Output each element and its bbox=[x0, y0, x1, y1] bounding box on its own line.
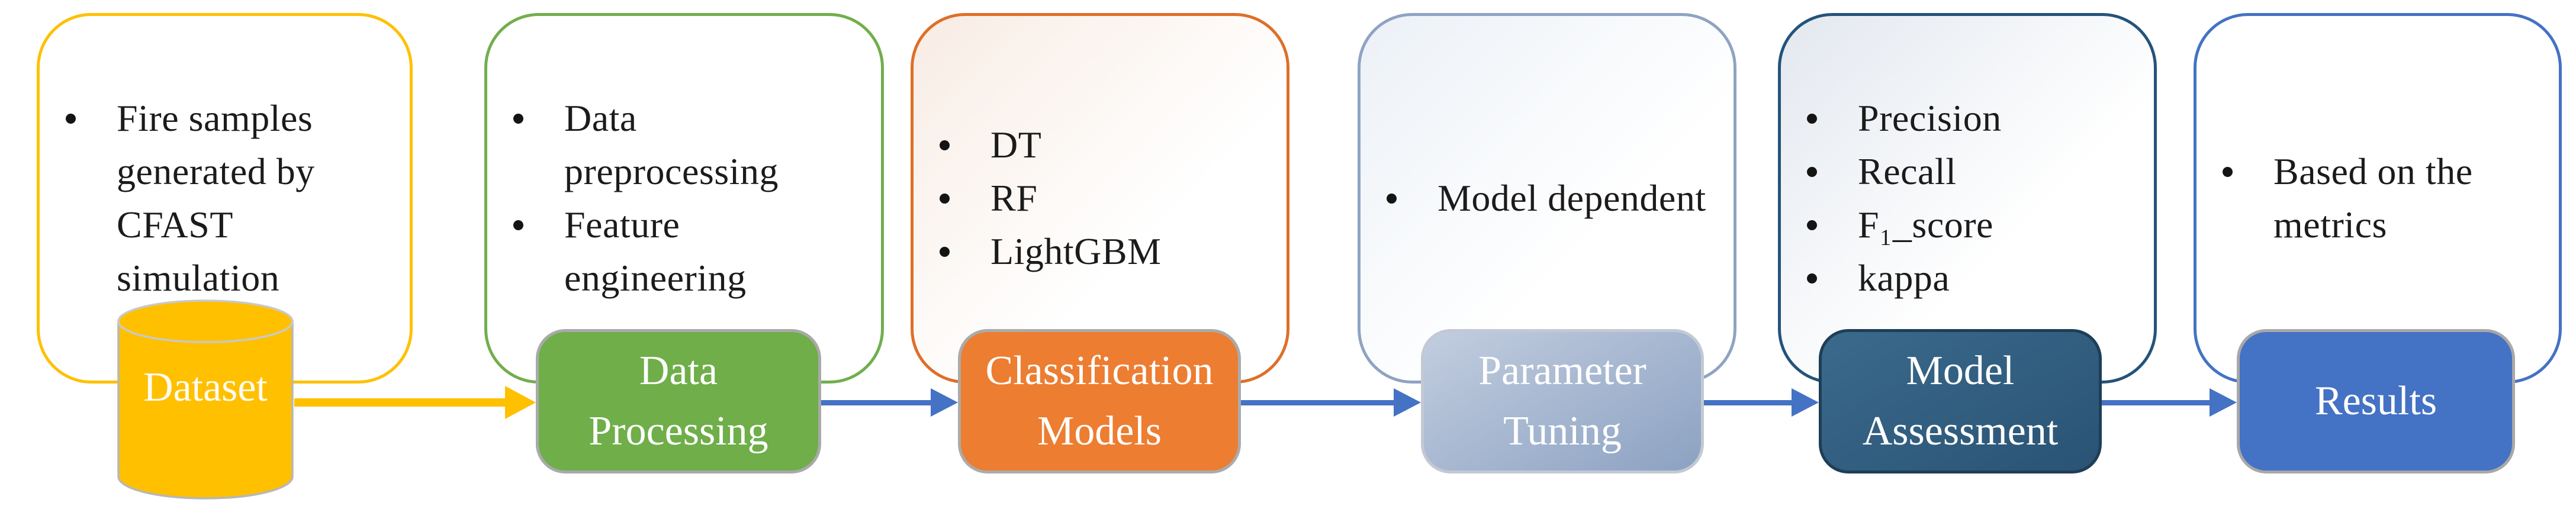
data-processing-notes-callout: Data preprocessing Feature engineering bbox=[484, 13, 884, 384]
note-text: Fire samples generated by CFAST simulati… bbox=[117, 97, 315, 299]
note-text: Model dependent bbox=[1437, 177, 1706, 219]
arrow-shaft bbox=[1704, 400, 1792, 405]
bullet-icon bbox=[1383, 172, 1437, 204]
data-processing-node: Data Processing bbox=[536, 329, 821, 473]
results-notes-callout: Based on the metrics bbox=[2194, 13, 2562, 384]
dataset-cylinder: Dataset bbox=[117, 299, 294, 500]
note-text: Based on the metrics bbox=[2273, 150, 2473, 246]
flow-arrow-data-processing-to-classification-models bbox=[821, 388, 958, 417]
flow-arrow-classification-models-to-parameter-tuning bbox=[1241, 388, 1421, 417]
flow-arrow-dataset-to-data-processing bbox=[294, 386, 536, 419]
note-text: RF bbox=[990, 177, 1038, 219]
stage-parameter-tuning: Model dependent Parameter Tuning bbox=[1358, 0, 1736, 509]
arrow-shaft bbox=[2102, 400, 2210, 405]
note-text: F₁_score bbox=[1858, 204, 1993, 246]
bullet-icon bbox=[936, 225, 990, 257]
results-node: Results bbox=[2237, 329, 2515, 473]
note-item: Based on the metrics bbox=[2219, 145, 2549, 252]
note-text: Feature engineering bbox=[564, 204, 747, 299]
note-item: DT bbox=[936, 118, 1277, 172]
dataset-label: Dataset bbox=[143, 365, 268, 410]
bullet-icon bbox=[510, 92, 564, 124]
stage-classification-models: DT RF LightGBM Classification Models bbox=[911, 0, 1289, 509]
arrow-head-icon bbox=[2210, 388, 2237, 417]
flow-arrow-model-assessment-to-results bbox=[2102, 388, 2237, 417]
bullet-icon bbox=[2219, 145, 2273, 177]
bullet-icon bbox=[62, 92, 117, 124]
arrow-head-icon bbox=[931, 388, 958, 417]
bullet-icon bbox=[936, 118, 990, 150]
note-item: Fire samples generated by CFAST simulati… bbox=[62, 92, 400, 305]
note-text: kappa bbox=[1858, 257, 1950, 299]
note-item: RF bbox=[936, 172, 1277, 225]
arrow-head-icon bbox=[1792, 388, 1819, 417]
arrow-shaft bbox=[1241, 400, 1394, 405]
dataset-notes-callout: Fire samples generated by CFAST simulati… bbox=[37, 13, 413, 384]
parameter-tuning-notes-callout: Model dependent bbox=[1358, 13, 1736, 384]
note-text: LightGBM bbox=[990, 230, 1162, 272]
note-item: LightGBM bbox=[936, 225, 1277, 278]
note-item: Feature engineering bbox=[510, 198, 871, 305]
cylinder-shape bbox=[117, 299, 294, 500]
model-assessment-node: Model Assessment bbox=[1819, 329, 2102, 473]
flow-arrow-parameter-tuning-to-model-assessment bbox=[1704, 388, 1819, 417]
note-item: F₁_score bbox=[1803, 198, 2144, 252]
classification-models-node: Classification Models bbox=[958, 329, 1241, 473]
stage-data-processing: Data preprocessing Feature engineering D… bbox=[484, 0, 884, 509]
stage-model-assessment: Precision Recall F₁_score kappa Model As… bbox=[1778, 0, 2157, 509]
stage-results: Based on the metrics Results bbox=[2194, 0, 2562, 509]
model-assessment-notes-callout: Precision Recall F₁_score kappa bbox=[1778, 13, 2157, 384]
note-item: Model dependent bbox=[1383, 172, 1724, 225]
arrow-head-icon bbox=[1394, 388, 1421, 417]
note-item: kappa bbox=[1803, 252, 2144, 305]
note-item: Data preprocessing bbox=[510, 92, 871, 198]
bullet-icon bbox=[1803, 198, 1858, 230]
note-text: Data preprocessing bbox=[564, 97, 779, 192]
bullet-icon bbox=[510, 198, 564, 230]
note-text: DT bbox=[990, 124, 1042, 166]
classification-models-notes-callout: DT RF LightGBM bbox=[911, 13, 1289, 384]
bullet-icon bbox=[936, 172, 990, 204]
bullet-icon bbox=[1803, 252, 1858, 284]
note-text: Precision bbox=[1858, 97, 2002, 139]
bullet-icon bbox=[1803, 145, 1858, 177]
note-text: Recall bbox=[1858, 150, 1957, 192]
stage-dataset: Fire samples generated by CFAST simulati… bbox=[37, 0, 413, 509]
arrow-shaft bbox=[294, 398, 505, 407]
note-item: Precision bbox=[1803, 92, 2144, 145]
arrow-shaft bbox=[821, 400, 931, 405]
bullet-icon bbox=[1803, 92, 1858, 124]
arrow-head-icon bbox=[505, 386, 536, 419]
note-item: Recall bbox=[1803, 145, 2144, 198]
parameter-tuning-node: Parameter Tuning bbox=[1421, 329, 1704, 473]
